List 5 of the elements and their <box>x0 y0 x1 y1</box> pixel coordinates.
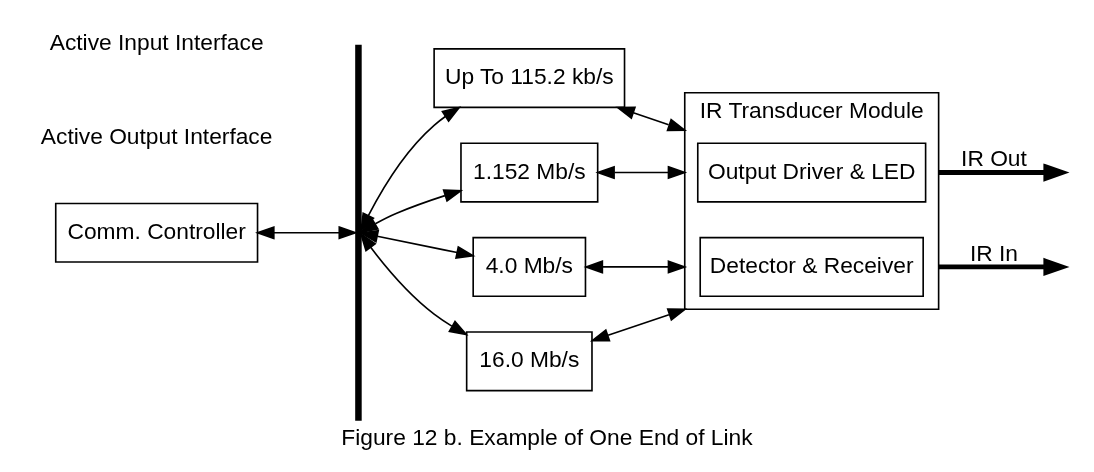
edge-label: IR In <box>969 239 1018 266</box>
edge-label: IR Out <box>961 145 1027 172</box>
label: Active Input Interface <box>49 28 264 55</box>
caption: Figure 12 b. Example of One End of Link <box>341 423 753 450</box>
label: Active Output Interface <box>40 123 273 150</box>
